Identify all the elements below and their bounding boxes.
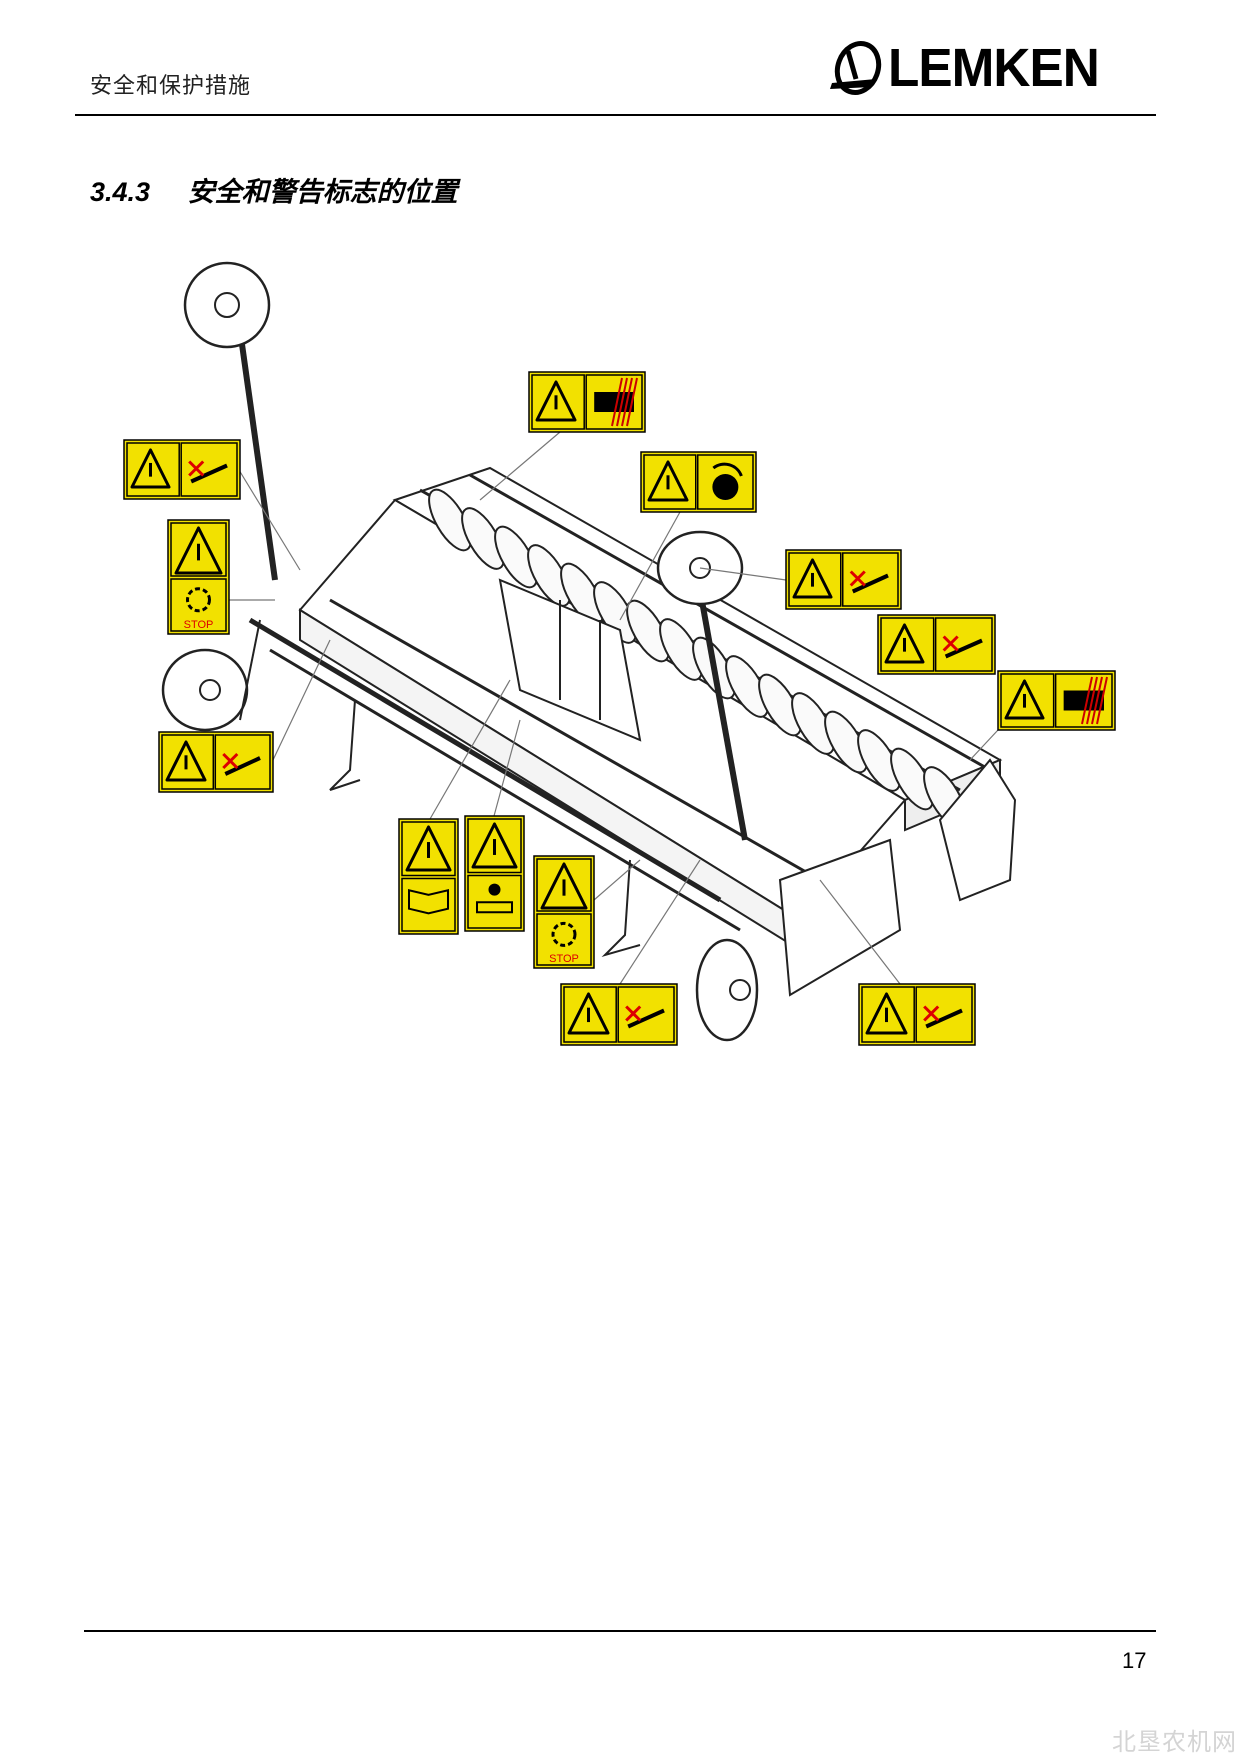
section-heading: 3.4.3 安全和警告标志的位置 xyxy=(90,170,458,209)
hazard-stripe xyxy=(621,377,633,427)
label-panel xyxy=(842,552,899,607)
lemken-logo-icon xyxy=(830,41,882,95)
no-hand-hydraulic-icon xyxy=(925,1008,963,1029)
section-heading-text: 安全和警告标志的位置 xyxy=(187,177,458,207)
marker-disc-left xyxy=(161,648,249,732)
rotation-arrow-icon xyxy=(712,462,743,477)
section-number: 3.4.3 xyxy=(90,177,151,207)
label-stop-center: STOP xyxy=(533,855,595,969)
label-hand-ring-center xyxy=(560,983,678,1046)
marker-disc-right xyxy=(695,938,759,1042)
prohibition-cross-icon xyxy=(942,635,959,652)
label-read-manual xyxy=(398,818,459,935)
label-panel xyxy=(536,913,592,966)
no-hand-ring-icon xyxy=(224,756,261,776)
stop-rotation-icon xyxy=(186,587,211,613)
no-standing-icon xyxy=(944,638,983,659)
label-fall-hazard xyxy=(785,549,902,610)
label-panel xyxy=(214,734,271,790)
label-maintenance xyxy=(464,815,525,932)
stop-text: STOP xyxy=(184,619,214,631)
label-panel xyxy=(617,986,675,1043)
label-panel xyxy=(126,442,180,497)
hazard-stripe xyxy=(626,377,638,427)
label-rotating-disc xyxy=(640,451,757,513)
header-rule xyxy=(75,114,1156,116)
label-stop-left: STOP xyxy=(167,519,230,635)
no-riding-icon xyxy=(851,573,889,594)
label-panel xyxy=(401,877,456,932)
label-panel xyxy=(585,374,643,430)
manual-book-icon xyxy=(408,889,449,915)
header-section-title: 安全和保护措施 xyxy=(90,74,252,99)
label-panel xyxy=(531,374,585,430)
key-icon xyxy=(488,883,501,896)
machine-drawing xyxy=(161,261,1017,1042)
hazard-stripe xyxy=(1086,676,1098,725)
label-panel xyxy=(1000,673,1055,728)
stop-rotation-icon xyxy=(551,921,577,947)
label-panel xyxy=(915,986,973,1043)
label-panel xyxy=(861,986,915,1043)
hazard-stripe xyxy=(1091,676,1103,725)
rotating-disc-icon xyxy=(712,474,739,500)
label-panel xyxy=(467,874,522,929)
label-panel xyxy=(1054,673,1113,728)
watermark: 北垦农机网 xyxy=(1112,1728,1237,1755)
prohibition-cross-icon xyxy=(849,570,866,587)
hazard-stripe xyxy=(611,377,623,427)
stop-text: STOP xyxy=(549,953,579,965)
manual-book-icon xyxy=(476,901,513,914)
label-panel xyxy=(934,617,993,672)
label-keep-distance xyxy=(877,614,996,675)
label-panel xyxy=(170,522,227,577)
label-hand-crush-left xyxy=(123,439,241,500)
hazard-stripe xyxy=(1081,676,1093,725)
leader-lines xyxy=(229,431,999,985)
prohibition-cross-icon xyxy=(188,460,205,477)
label-panel xyxy=(697,454,754,510)
label-panel xyxy=(401,821,456,877)
page-number: 17 xyxy=(1122,1648,1147,1673)
prohibition-cross-icon xyxy=(222,752,239,770)
label-hand-ring-left xyxy=(158,731,274,793)
hazard-stripe xyxy=(616,377,628,427)
warning-labels: STOP STOP xyxy=(123,371,1116,1046)
prohibition-cross-icon xyxy=(923,1005,940,1022)
no-hand-hydraulic-icon xyxy=(190,463,228,484)
label-panel xyxy=(643,454,697,510)
label-panel xyxy=(467,818,522,874)
prohibition-cross-icon xyxy=(625,1005,642,1022)
lemken-logo: LEMKEN xyxy=(826,38,1146,98)
label-rotating-parts-right xyxy=(997,670,1116,731)
label-panel xyxy=(788,552,842,607)
footer-rule xyxy=(84,1630,1156,1632)
label-rotating-parts-top xyxy=(528,371,646,433)
no-hand-ring-icon xyxy=(627,1008,665,1029)
label-panel xyxy=(880,617,935,672)
marker-disc-top xyxy=(183,261,271,349)
label-panel xyxy=(180,442,238,497)
label-panel xyxy=(170,578,227,632)
label-hand-crush-right xyxy=(858,983,976,1046)
label-panel xyxy=(563,986,617,1043)
logo-wordmark: LEMKEN xyxy=(888,38,1100,98)
label-panel xyxy=(161,734,215,790)
hazard-stripe xyxy=(1096,676,1108,725)
label-panel xyxy=(536,858,592,912)
